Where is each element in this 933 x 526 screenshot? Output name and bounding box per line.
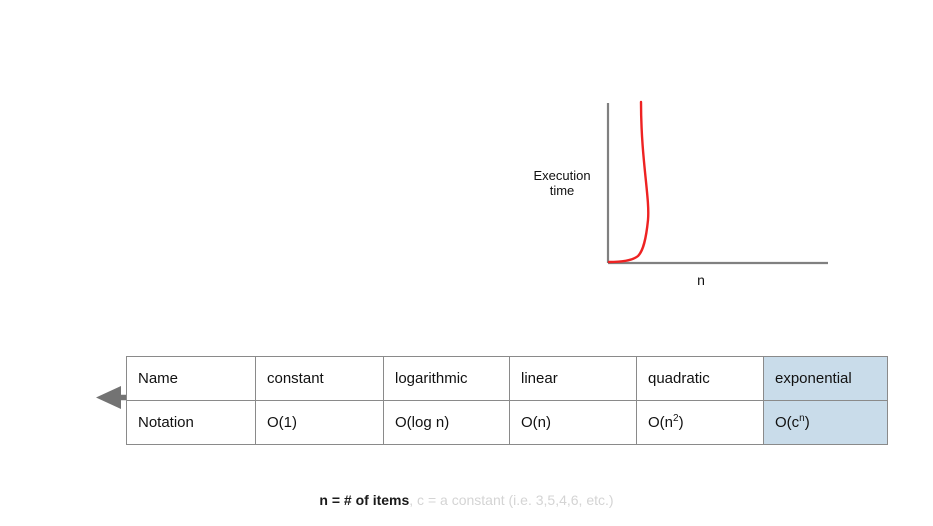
notation-base: O(n (648, 414, 674, 431)
complexity-table: Name constant logarithmic linear quadrat… (126, 356, 888, 445)
cell-notation-constant: O(1) (255, 400, 384, 445)
cell-notation-quadratic: O(n2) (636, 400, 764, 445)
cell-name-linear: linear (509, 356, 637, 401)
caption-secondary-text: , c = a constant (i.e. 3,5,4,6, etc.) (409, 492, 614, 508)
y-axis-label: Execution time (533, 168, 591, 198)
exponential-curve (607, 100, 650, 264)
cell-name-quadratic: quadratic (636, 356, 764, 401)
x-axis-label: n (697, 272, 705, 288)
cell-name-exponential: exponential (763, 356, 888, 401)
cell-name-constant: constant (255, 356, 384, 401)
cell-notation-linear: O(n) (509, 400, 637, 445)
arrow-head-left (96, 386, 121, 409)
legend-caption: n = # of items, c = a constant (i.e. 3,5… (0, 492, 933, 508)
cell-notation-logarithmic: O(log n) (383, 400, 510, 445)
notation-tail: ) (678, 414, 684, 431)
execution-time-chart: Execution time n (520, 90, 850, 300)
notation-superscript: n (799, 413, 805, 424)
table-row-name: Name constant logarithmic linear quadrat… (126, 356, 888, 401)
cell-notation-exponential: O(cn) (763, 400, 888, 445)
row-header-name: Name (126, 356, 256, 401)
notation-tail: ) (804, 414, 810, 431)
notation-base: O(c (775, 414, 800, 431)
row-header-notation: Notation (126, 400, 256, 445)
cell-name-logarithmic: logarithmic (383, 356, 510, 401)
caption-primary-text: n = # of items (319, 492, 410, 508)
table-row-notation: Notation O(1) O(log n) O(n) O(n2) O(cn) (126, 400, 888, 445)
notation-superscript: 2 (673, 413, 679, 424)
chart-plot-area (606, 100, 828, 265)
